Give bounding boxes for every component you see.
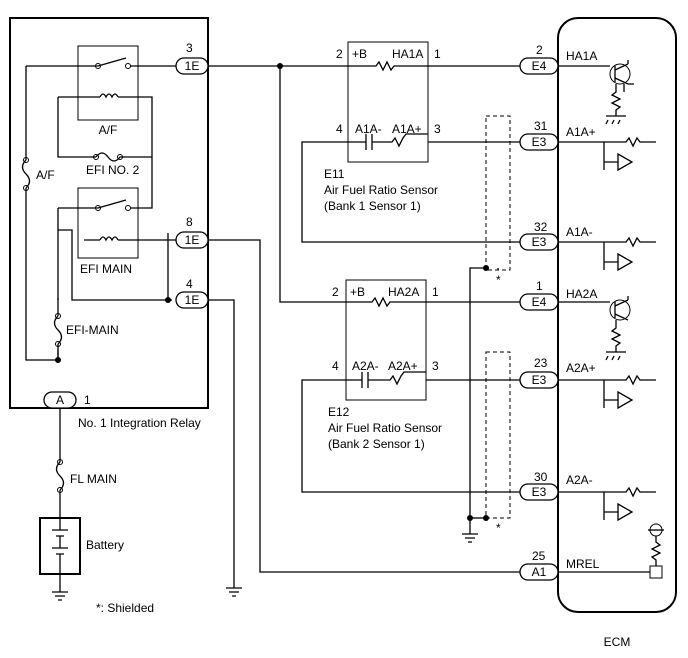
svg-text:+B: +B [350,285,365,299]
sensor-e12: 2 +B HA2A 1 4 A2A- A2A+ 3 E12 Air Fuel R… [328,279,442,451]
ecm-terminal: 2 E4 HA1A [519,43,634,125]
af-fuse-label: A/F [36,168,55,182]
ecm-terminal: 31 E3 A1A+ [519,119,656,172]
svg-text:*: * [496,273,501,287]
integration-relay: A/F EFI NO. 2 A/F EFI MAIN [9,17,209,430]
sensor-e12-code: E12 [328,405,350,419]
ecm-terminal: 23 E3 A2A+ [519,356,656,410]
efi-main-fuse-label: EFI-MAIN [66,323,119,337]
svg-text:HA1A: HA1A [566,49,597,63]
shielded-note: *: Shielded [96,601,154,615]
ecm-terminal: 30 E3 A2A- [519,470,656,522]
svg-text:A1A-: A1A- [566,225,593,239]
svg-text:3: 3 [434,122,441,136]
svg-text:1E: 1E [185,293,200,307]
battery: Battery [39,517,124,575]
ecm-terminal: 32 E3 A1A- [519,220,656,272]
svg-text:1: 1 [432,285,439,299]
svg-text:E3: E3 [532,235,547,249]
pin-4-label: 4 [186,277,193,291]
shield-2: * [462,351,511,543]
efi-main-relay-label: EFI MAIN [80,262,132,276]
fl-main-label: FL MAIN [70,472,117,486]
sensor-e11-bank: (Bank 1 Sensor 1) [324,199,421,213]
pin-3-label: 3 [186,41,193,55]
efi-main-fuse: EFI-MAIN [53,313,119,347]
svg-text:A1: A1 [532,565,547,579]
svg-text:E4: E4 [532,295,547,309]
svg-text:1: 1 [434,47,441,61]
svg-text:25: 25 [532,549,546,563]
ecm-terminal: 1 E4 HA2A [519,279,631,361]
svg-text:A: A [56,393,64,407]
svg-text:32: 32 [534,220,548,234]
svg-text:E3: E3 [532,373,547,387]
ecm-box [557,17,677,613]
svg-text:30: 30 [534,470,548,484]
svg-text:31: 31 [534,119,548,133]
svg-text:+B: +B [352,47,367,61]
ecm: ECM 2 E4 HA1A 31 E3 A1A+ 32 E3 A1A- [519,17,677,649]
svg-text:A2A-: A2A- [566,473,593,487]
svg-text:2: 2 [336,47,343,61]
integration-relay-box [9,17,209,409]
pin-1-label: 1 [84,393,91,407]
efi-no2-fuse: EFI NO. 2 [86,152,152,177]
svg-text:A1A+: A1A+ [392,122,422,136]
svg-text:HA2A: HA2A [566,287,597,301]
af-relay-label: A/F [99,123,118,137]
svg-text:E4: E4 [532,59,547,73]
sensor-e12-bank: (Bank 2 Sensor 1) [328,437,425,451]
sensor-e11-name: Air Fuel Ratio Sensor [324,183,438,197]
svg-text:23: 23 [534,356,548,370]
heater-ha1a-label: HA1A [392,47,423,61]
svg-text:1E: 1E [185,59,200,73]
svg-text:MREL: MREL [566,557,600,571]
efi-main-relay: EFI MAIN [77,187,139,276]
svg-text:A2A-: A2A- [352,359,379,373]
battery-label: Battery [86,538,124,552]
pin-8-label: 8 [186,215,193,229]
svg-text:*: * [496,521,501,535]
svg-text:4: 4 [332,359,339,373]
svg-text:3: 3 [432,359,439,373]
sensor-e12-name: Air Fuel Ratio Sensor [328,421,442,435]
sensor-e11: 2 +B HA1A 1 4 A1A- A1A+ 3 E11 Air Fuel R… [324,41,441,213]
integration-relay-title: No. 1 Integration Relay [78,416,201,430]
svg-text:1E: 1E [185,233,200,247]
efi-no2-label: EFI NO. 2 [86,163,140,177]
svg-text:E3: E3 [532,135,547,149]
svg-text:A1A+: A1A+ [566,125,596,139]
af-fuse: A/F [21,157,55,191]
sensor-e11-code: E11 [324,167,345,181]
svg-text:2: 2 [332,285,339,299]
svg-text:E3: E3 [532,485,547,499]
svg-text:A1A-: A1A- [355,122,382,136]
svg-text:2: 2 [536,43,543,57]
shield-1: * [469,115,511,518]
svg-text:4: 4 [336,122,343,136]
svg-text:A2A+: A2A+ [566,361,596,375]
ecm-terminal: 25 A1 MREL [519,523,664,581]
ecm-label: ECM [604,635,631,649]
svg-text:A2A+: A2A+ [388,359,418,373]
af-relay: A/F [77,45,180,137]
svg-text:1: 1 [536,279,543,293]
fl-main-fuse: FL MAIN [55,459,117,493]
heater-ha2a-label: HA2A [388,285,419,299]
